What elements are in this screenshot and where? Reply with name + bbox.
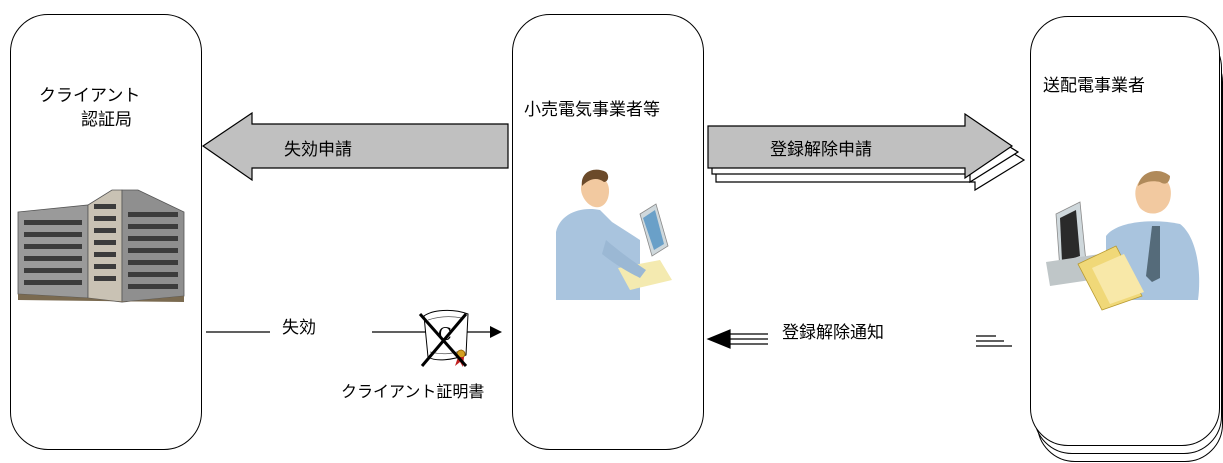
transmission-operator-name: 送配電事業者 bbox=[1043, 76, 1145, 96]
revocation-arrowhead bbox=[490, 326, 502, 338]
revocation-label: 失効 bbox=[282, 318, 316, 338]
certificate-icon: C bbox=[418, 309, 469, 367]
retail-operator-name: 小売電気事業者等 bbox=[524, 100, 660, 120]
deregistration-request-arrow bbox=[707, 112, 1026, 192]
client-certificate-label: クライアント証明書 bbox=[341, 382, 485, 401]
deregistration-notice-label: 登録解除通知 bbox=[782, 323, 884, 343]
revocation-request-arrow bbox=[201, 111, 509, 182]
client-ca-name-line2: 認証局 bbox=[81, 110, 132, 130]
revocation-request-label: 失効申請 bbox=[284, 140, 352, 160]
deregistration-request-label: 登録解除申請 bbox=[770, 140, 872, 160]
deregistration-notice-arrow bbox=[706, 329, 1012, 349]
client-ca-name-line1: クライアント bbox=[39, 86, 141, 106]
transmission-operator-person-illustration bbox=[1046, 171, 1200, 311]
retail-operator-person-illustration bbox=[556, 169, 672, 300]
building-illustration bbox=[17, 189, 185, 303]
